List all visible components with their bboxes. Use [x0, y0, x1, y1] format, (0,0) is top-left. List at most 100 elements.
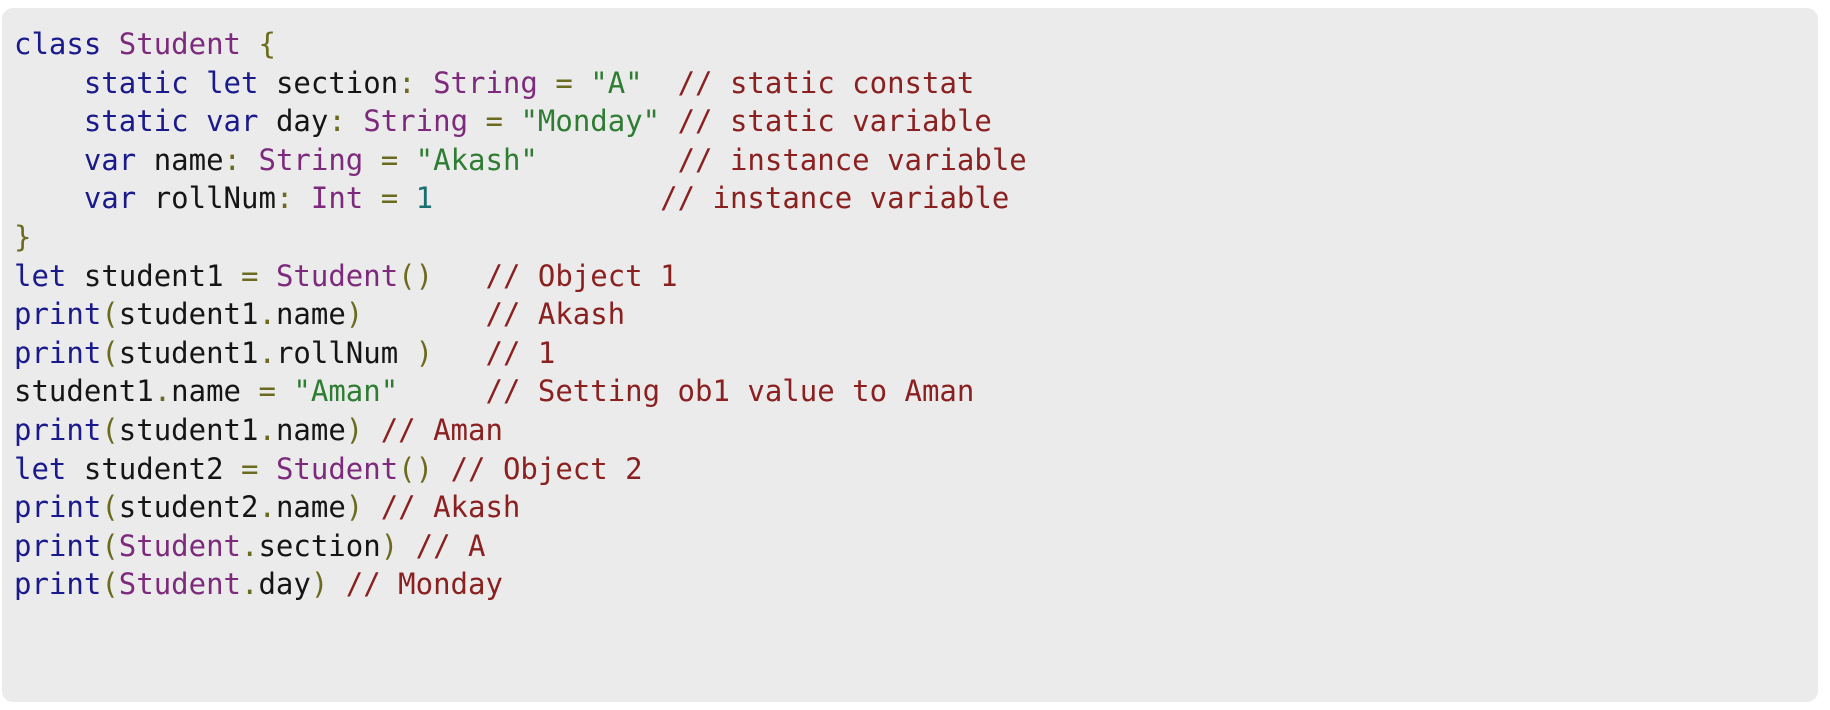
code-token-punct: =	[241, 258, 259, 293]
code-token-plain	[14, 104, 84, 138]
code-token-punct: (	[101, 490, 119, 525]
code-token-keyword: print	[14, 412, 102, 447]
code-token-keyword: print	[14, 528, 102, 563]
code-token-plain	[363, 297, 485, 331]
code-token-comment: // Object 2	[450, 451, 643, 486]
code-token-comment: // Monday	[345, 567, 503, 602]
code-token-plain	[398, 181, 415, 215]
code-token-type: String	[258, 142, 364, 177]
code-token-plain	[14, 143, 84, 177]
code-line: let student1 = Student() // Object 1	[14, 257, 1818, 296]
code-line: print(Student.section) // A	[14, 527, 1818, 566]
code-token-plain	[573, 66, 590, 100]
code-token-punct: )	[345, 490, 364, 525]
code-token-plain	[398, 143, 415, 177]
code-token-plain	[433, 259, 485, 293]
code-token-punct: =	[485, 104, 503, 139]
code-token-punct: (	[101, 335, 119, 370]
code-token-plain	[468, 104, 485, 138]
code-token-comment: // static constat	[677, 65, 975, 100]
code-token-comment: // static variable	[677, 104, 992, 139]
code-token-type: Student	[118, 528, 241, 563]
code-token-keyword: print	[14, 335, 102, 370]
code-token-keyword: var	[206, 104, 259, 139]
code-token-plain: name	[275, 412, 346, 447]
code-token-plain	[328, 567, 345, 601]
code-line: print(student1.name) // Akash	[14, 295, 1818, 334]
code-token-punct: )	[380, 528, 399, 563]
code-token-string: "Monday"	[520, 104, 661, 139]
code-token-plain	[241, 374, 258, 408]
code-token-type: String	[363, 104, 469, 139]
code-token-keyword: print	[14, 490, 102, 525]
code-token-punct: )	[345, 297, 364, 332]
code-token-plain: day	[275, 104, 329, 139]
code-token-comment: // Aman	[380, 412, 503, 447]
code-token-comment: // instance variable	[660, 181, 1010, 216]
code-token-plain	[643, 66, 678, 100]
code-token-type: Student	[275, 258, 399, 293]
code-line: class Student {	[14, 25, 1818, 64]
code-line: print(student1.name) // Aman	[14, 411, 1818, 450]
code-token-plain	[433, 336, 485, 370]
code-line: static var day: String = "Monday" // sta…	[14, 102, 1818, 141]
code-token-plain	[363, 143, 380, 177]
code-line: print(Student.day) // Monday	[14, 565, 1818, 604]
code-token-punct: (	[101, 412, 119, 447]
code-token-plain: day	[258, 567, 311, 602]
code-token-punct: .	[153, 374, 172, 409]
code-token-plain	[224, 452, 241, 486]
code-line: var name: String = "Akash" // instance v…	[14, 141, 1818, 180]
code-token-plain	[276, 374, 293, 408]
code-line: print(student1.rollNum ) // 1	[14, 334, 1818, 373]
code-token-plain	[503, 104, 520, 138]
code-token-punct: =	[555, 65, 573, 100]
code-token-plain	[398, 336, 415, 370]
code-token-type: Student	[275, 451, 399, 486]
code-token-punct: .	[241, 528, 259, 563]
code-token-punct: .	[258, 490, 276, 525]
code-token-string: "Akash"	[415, 142, 538, 177]
code-token-string: "A"	[590, 65, 643, 100]
code-token-punct: :	[223, 142, 242, 177]
code-token-keyword: let	[14, 451, 67, 486]
code-token-plain: student1	[118, 335, 259, 370]
code-token-plain	[363, 490, 380, 524]
code-token-type: Student	[118, 567, 241, 602]
code-block-panel: class Student { static let section: Stri…	[2, 8, 1818, 702]
code-token-plain: student2	[118, 490, 259, 525]
code-token-punct: (	[101, 297, 119, 332]
code-token-type: Student	[118, 27, 241, 61]
code-token-plain	[258, 452, 275, 486]
code-token-punct: =	[241, 451, 259, 486]
code-token-plain	[416, 66, 433, 100]
code-token-comment: // Object 1	[485, 258, 678, 293]
code-token-punct: :	[398, 65, 416, 100]
code-token-keyword: print	[14, 297, 102, 332]
code-token-plain	[66, 452, 83, 486]
code-token-punct: :	[275, 181, 294, 216]
code-token-plain	[293, 181, 310, 215]
code-token-plain	[258, 259, 275, 293]
code-token-plain: section	[258, 528, 381, 563]
code-token-punct: :	[328, 104, 346, 139]
code-token-punct: .	[258, 412, 276, 447]
code-token-keyword: var	[83, 142, 137, 177]
code-token-plain	[398, 529, 415, 563]
code-token-plain	[433, 181, 660, 215]
code-listing[interactable]: class Student { static let section: Stri…	[14, 25, 1818, 604]
code-token-keyword: let	[206, 65, 259, 100]
code-token-plain: rollNum	[275, 335, 399, 370]
code-token-plain	[66, 259, 83, 293]
code-token-punct: =	[380, 142, 399, 177]
code-token-comment: // Setting ob1 value to Aman	[485, 374, 975, 409]
code-token-punct: (	[101, 528, 119, 563]
code-token-type: Int	[310, 181, 364, 216]
code-token-punct: ()	[398, 451, 434, 486]
code-token-plain: student2	[83, 451, 224, 486]
code-token-punct: )	[310, 567, 329, 602]
code-token-number: 1	[415, 181, 434, 216]
code-token-type: String	[433, 65, 538, 100]
code-line: }	[14, 218, 1818, 257]
code-token-comment: // Akash	[380, 490, 521, 525]
